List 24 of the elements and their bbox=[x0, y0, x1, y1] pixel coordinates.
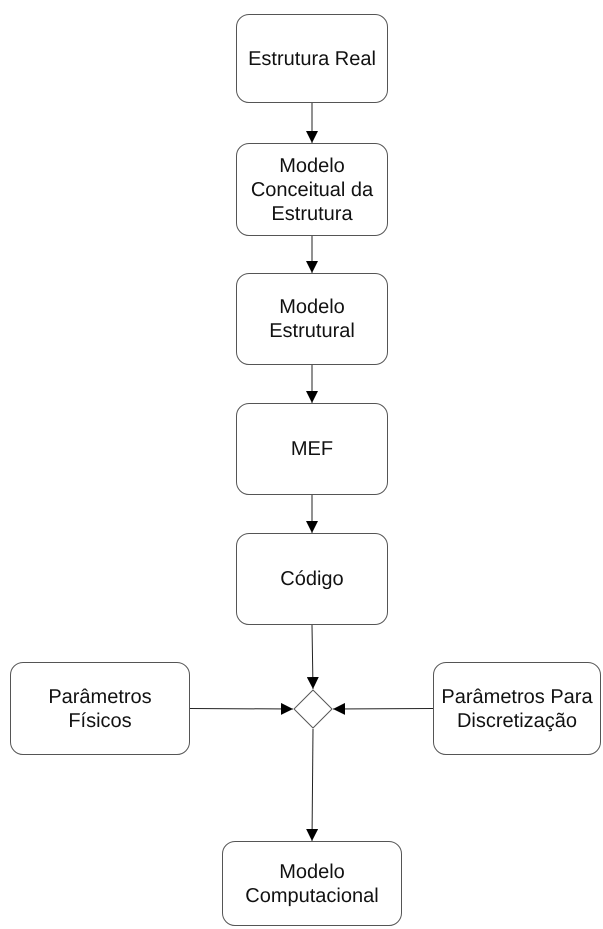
process-box bbox=[236, 533, 388, 625]
box-label: Modelo Estrutural bbox=[268, 295, 356, 343]
arrow bbox=[306, 102, 318, 144]
arrow bbox=[306, 728, 318, 842]
process-box bbox=[236, 14, 388, 103]
process-box bbox=[236, 403, 388, 495]
arrow bbox=[306, 236, 318, 274]
arrow bbox=[306, 624, 319, 690]
box-label: Código bbox=[280, 567, 344, 591]
arrow bbox=[332, 702, 434, 715]
box-label: MEF bbox=[290, 437, 334, 461]
arrow bbox=[306, 494, 318, 534]
box-label: Modelo Computacional bbox=[244, 860, 380, 908]
process-box bbox=[236, 143, 388, 236]
process-box bbox=[222, 841, 402, 926]
process-box bbox=[10, 662, 190, 755]
arrow bbox=[190, 702, 294, 715]
box-label: Parâmetros Para Discretização bbox=[440, 684, 594, 732]
box-label: Parâmetros Físicos bbox=[47, 684, 153, 732]
process-box bbox=[433, 662, 601, 755]
arrow bbox=[306, 364, 318, 404]
box-label: Modelo Conceitual da Estrutura bbox=[250, 154, 374, 226]
process-box bbox=[236, 273, 388, 365]
box-label: Estrutura Real bbox=[248, 46, 376, 70]
